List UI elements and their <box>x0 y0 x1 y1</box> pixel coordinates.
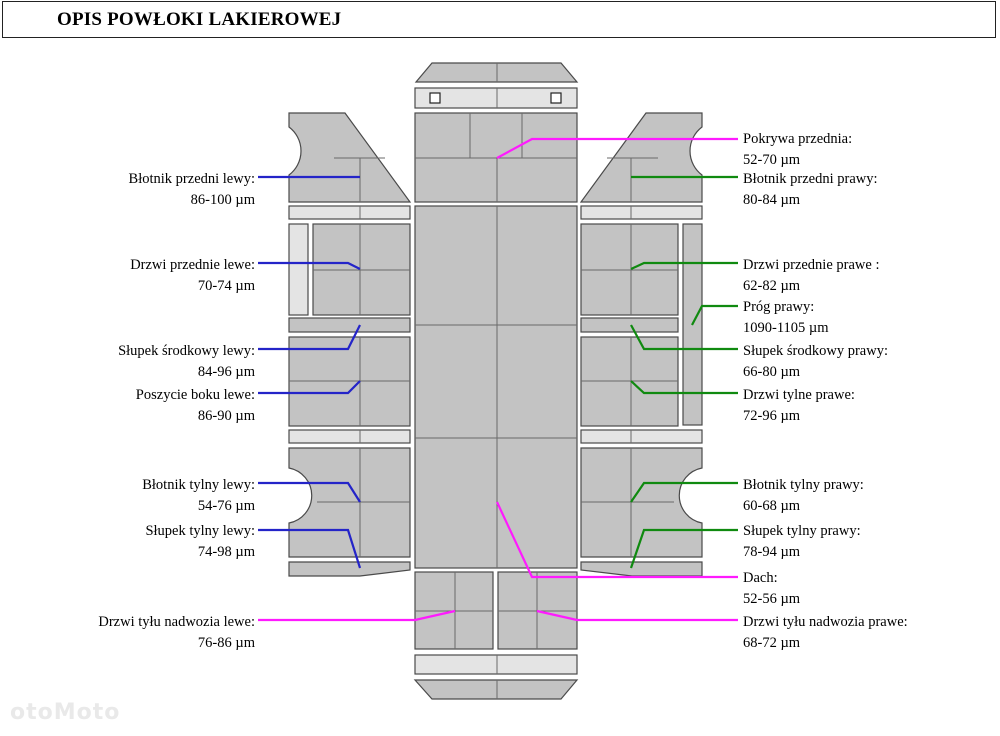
label-fender-front-left: Błotnik przedni lewy: 86-100 µm <box>128 171 255 208</box>
roof-panel <box>414 205 578 569</box>
label-hood: Pokrywa przednia: 52-70 µm <box>743 131 853 168</box>
leader-b-pillar-right <box>630 324 738 351</box>
leader-side-panel-left <box>258 380 361 395</box>
label-b-pillar-right: Słupek środkowy prawy: 66-80 µm <box>743 343 888 380</box>
sill-rear-left <box>288 429 411 444</box>
label-fender-rear-right: Błotnik tylny prawy: 60-68 µm <box>743 477 864 514</box>
leader-rear-door-right <box>536 609 738 622</box>
rear-bumper <box>413 679 579 700</box>
label-roof: Dach: 52-56 µm <box>743 570 801 607</box>
leader-roof <box>496 501 738 579</box>
label-door-front-right: Drzwi przednie prawe : 62-82 µm <box>743 257 880 294</box>
watermark: otoMoto <box>10 700 121 725</box>
leader-fender-rear-left <box>258 481 361 503</box>
label-side-panel-left: Poszycie boku lewe: 86-90 µm <box>135 387 255 424</box>
c-pillar-left <box>288 561 411 577</box>
label-fender-front-right: Błotnik przedni prawy: 80-84 µm <box>743 171 878 208</box>
grille-square-left <box>429 92 441 104</box>
label-door-front-left: Drzwi przednie lewe: 70-74 µm <box>130 257 255 294</box>
sill-rear-right <box>580 429 703 444</box>
leader-door-front-right <box>630 261 738 270</box>
leader-hood <box>496 137 738 159</box>
leader-door-rear-right <box>630 380 738 395</box>
label-sill-right: Próg prawy: 1090-1105 µm <box>743 299 829 336</box>
label-rear-door-right: Drzwi tyłu nadwozia prawe: 68-72 µm <box>743 614 908 651</box>
leader-rear-door-left <box>258 609 456 622</box>
label-fender-rear-left: Błotnik tylny lewy: 54-76 µm <box>142 477 255 514</box>
grille-square-right <box>550 92 562 104</box>
leader-c-pillar-left <box>258 528 362 569</box>
page-title: OPIS POWŁOKI LAKIEROWEJ <box>57 9 342 30</box>
rear-bumper-upper <box>414 654 578 675</box>
label-b-pillar-left: Słupek środkowy lewy: 84-96 µm <box>118 343 255 380</box>
sill-front-right <box>580 205 703 220</box>
front-grille <box>414 87 578 109</box>
label-rear-door-left: Drzwi tyłu nadwozia lewe: 76-86 µm <box>98 614 255 651</box>
b-pillar-right <box>580 317 679 333</box>
label-door-rear-right: Drzwi tylne prawe: 72-96 µm <box>743 387 855 424</box>
sill-front-left <box>288 205 411 220</box>
leader-door-front-left <box>258 261 361 270</box>
leader-fender-rear-right <box>630 481 738 503</box>
c-pillar-right <box>580 561 703 577</box>
label-c-pillar-right: Słupek tylny prawy: 78-94 µm <box>743 523 861 560</box>
leader-sill-right <box>691 304 738 326</box>
leader-c-pillar-right <box>629 528 738 569</box>
leader-b-pillar-left <box>258 324 361 351</box>
header: OPIS POWŁOKI LAKIEROWEJ <box>2 1 996 38</box>
a-pillar-left <box>288 223 309 316</box>
b-pillar-left <box>288 317 411 333</box>
label-c-pillar-left: Słupek tylny lewy: 74-98 µm <box>145 523 255 560</box>
